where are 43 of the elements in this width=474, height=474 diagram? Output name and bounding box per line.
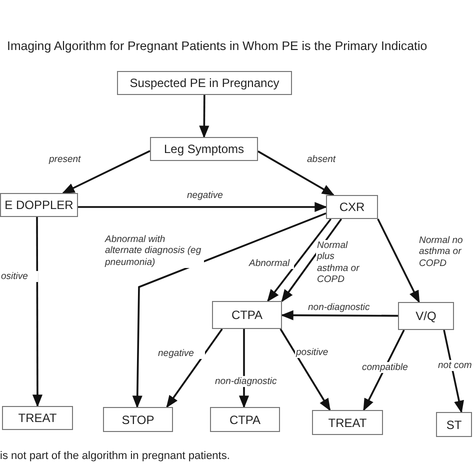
diagram-title: Imaging Algorithm for Pregnant Patients in Whom PE is the Primary Indicatio xyxy=(7,39,428,53)
arrow xyxy=(280,328,331,412)
process-box xyxy=(326,195,378,219)
footnote: is not part of the algorithm in pregnant patients. xyxy=(0,450,230,462)
arrow xyxy=(267,218,332,302)
arrow xyxy=(132,212,326,408)
arrow xyxy=(166,328,223,408)
process-box xyxy=(436,412,472,437)
arrow xyxy=(258,150,335,196)
process-box xyxy=(212,301,282,329)
box-label: TREAT xyxy=(328,416,367,430)
box-label: ST xyxy=(446,418,462,432)
process-box xyxy=(103,407,173,432)
box-label: Leg Symptoms xyxy=(164,142,244,156)
arrow xyxy=(32,217,42,408)
arrow xyxy=(363,330,405,412)
box-label: CXR xyxy=(339,200,365,214)
arrow xyxy=(78,202,328,212)
arrow xyxy=(443,330,464,414)
box-label: CTPA xyxy=(231,308,263,322)
process-box xyxy=(312,410,383,435)
box-label: STOP xyxy=(122,412,154,426)
box-label: CTPA xyxy=(229,412,261,426)
edge-label: ositive xyxy=(0,271,38,282)
edge-label: Abnormal with alternate diagnosis (eg pneumonia) xyxy=(104,234,204,268)
process-box xyxy=(117,71,292,95)
arrow xyxy=(280,310,398,320)
box-label: V/Q xyxy=(416,309,436,323)
process-box xyxy=(150,137,258,161)
process-box xyxy=(210,407,280,432)
arrow xyxy=(199,95,210,138)
box-label: TREAT xyxy=(18,411,57,425)
process-box xyxy=(2,406,73,430)
box-label: E DOPPLER xyxy=(4,198,74,212)
edge-label: negative xyxy=(157,348,205,360)
process-box xyxy=(398,302,454,330)
edge-label: not com xyxy=(437,360,474,372)
edge-label: Abnormal xyxy=(248,258,294,270)
process-box xyxy=(0,193,78,217)
arrow xyxy=(377,218,420,304)
arrow xyxy=(238,329,250,408)
arrow xyxy=(62,150,150,194)
box-label: Suspected PE in Pregnancy xyxy=(130,76,280,90)
